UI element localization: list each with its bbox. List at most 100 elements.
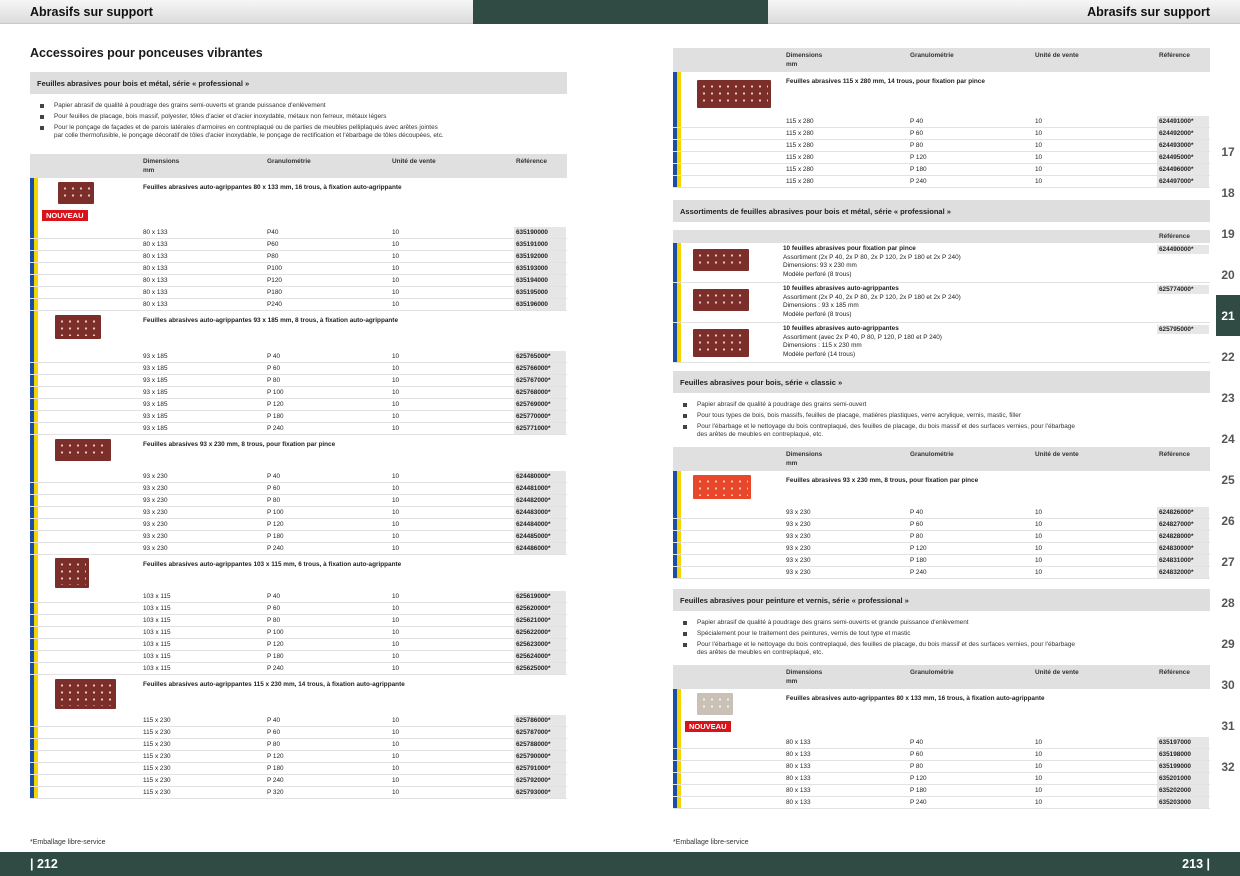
cell-dimensions: 103 x 115 (143, 653, 171, 660)
cell-grain: P 100 (267, 629, 284, 636)
cell-dimensions: 115 x 230 (143, 741, 171, 748)
cell-grain: P 120 (267, 641, 284, 648)
cell-dimensions: 103 x 115 (143, 593, 171, 600)
cell-ref: 635193000 (514, 263, 566, 274)
cell-ref: 624491000* (1157, 116, 1209, 127)
product-thumbnail (55, 558, 89, 588)
chapter-tab-21[interactable]: 21 (1216, 295, 1240, 336)
cell-unit: 10 (1035, 557, 1043, 564)
feature-item: Papier abrasif de qualité à poudrage des… (683, 401, 1210, 409)
chapter-tab-30[interactable]: 30 (1221, 678, 1235, 692)
cell-grain: P 60 (910, 751, 924, 758)
assortment-line: Modèle perforé (8 trous) (783, 270, 852, 278)
cell-unit: 10 (1035, 533, 1043, 540)
stripe-yellow (677, 72, 681, 188)
classic-feature-list: Papier abrasif de qualité à poudrage des… (673, 393, 1210, 445)
chapter-tab-25[interactable]: 25 (1221, 473, 1235, 487)
column-header: Dimensions mm Granulométrie Unité de ven… (30, 154, 567, 178)
cell-grain: P180 (267, 289, 282, 296)
color-stripe (30, 555, 38, 675)
stripe-blue (673, 243, 677, 363)
chapter-tab-20[interactable]: 20 (1221, 268, 1235, 282)
cell-ref: 625621000* (514, 615, 566, 626)
stripe-yellow (34, 555, 38, 675)
chapter-tab-28[interactable]: 28 (1221, 596, 1235, 610)
cell-ref: 635197000 (1157, 737, 1209, 748)
cell-dimensions: 80 x 133 (143, 265, 168, 272)
header-right-title: Abrasifs sur support (1087, 5, 1210, 19)
cell-grain: P 240 (267, 665, 284, 672)
chapter-tab-29[interactable]: 29 (1221, 637, 1235, 651)
chapter-tab-23[interactable]: 23 (1221, 391, 1235, 405)
product-block: Feuilles abrasives auto-agrippantes 103 … (30, 555, 567, 675)
cell-ref: 625620000* (514, 603, 566, 614)
cell-dimensions: 103 x 115 (143, 665, 171, 672)
cell-ref: 625623000* (514, 639, 566, 650)
chapter-tab-27[interactable]: 27 (1221, 555, 1235, 569)
assortment-line: Dimensions : 115 x 230 mm (783, 342, 862, 349)
cell-grain: P100 (267, 265, 282, 272)
cell-dimensions: 80 x 133 (143, 277, 168, 284)
cell-ref: 625770000* (514, 411, 566, 422)
cell-dimensions: 80 x 133 (143, 301, 168, 308)
stripe-blue (30, 675, 34, 799)
col-ref: Référence (516, 158, 547, 165)
chapter-tab-19[interactable]: 19 (1221, 227, 1235, 241)
cell-grain: P 120 (267, 521, 284, 528)
cell-dimensions: 80 x 133 (143, 253, 168, 260)
cell-grain: P 40 (267, 717, 281, 724)
col-ref: Référence (1159, 451, 1190, 458)
product-header: Feuilles abrasives auto-agrippantes 103 … (30, 555, 567, 591)
cell-grain: P 240 (910, 799, 927, 806)
section-title: Accessoires pour ponceuses vibrantes (30, 46, 263, 60)
product-header: Feuilles abrasives auto-agrippantes 93 x… (30, 311, 567, 351)
cell-dimensions: 80 x 133 (786, 763, 811, 770)
cell-unit: 10 (392, 289, 400, 296)
cell-grain: P 60 (910, 521, 924, 528)
cell-grain: P 100 (267, 389, 284, 396)
chapter-tab-22[interactable]: 22 (1221, 350, 1235, 364)
cell-dimensions: 80 x 133 (143, 229, 168, 236)
chapter-tab-24[interactable]: 24 (1221, 432, 1235, 446)
cell-dimensions: 93 x 230 (143, 521, 168, 528)
chapter-tab-26[interactable]: 26 (1221, 514, 1235, 528)
footnote-left: *Emballage libre-service (30, 839, 106, 846)
chapter-tab-32[interactable]: 32 (1221, 760, 1235, 774)
product-header: Feuilles abrasives auto-agrippantes 115 … (30, 675, 567, 715)
assortment-name: 10 feuilles abrasives pour fixation par … (783, 245, 916, 252)
cell-dimensions: 93 x 230 (786, 509, 811, 516)
chapter-tab-18[interactable]: 18 (1221, 186, 1235, 200)
feature-item: Pour l'ébarbage et le nettoyage du bois … (683, 641, 1210, 657)
color-stripe (673, 471, 681, 579)
cell-unit: 10 (392, 377, 400, 384)
cell-grain: P 60 (267, 605, 281, 612)
col-dimensions: Dimensions (143, 158, 180, 165)
cell-unit: 10 (392, 389, 400, 396)
chapter-tab-31[interactable]: 31 (1221, 719, 1235, 733)
cell-dimensions: 93 x 185 (143, 425, 168, 432)
stripe-yellow (677, 471, 681, 579)
stripe-yellow (677, 243, 681, 363)
col-unit: Unité de vente (1035, 451, 1079, 458)
cell-unit: 10 (392, 241, 400, 248)
cell-grain: P 180 (267, 653, 284, 660)
col-grain: Granulométrie (910, 52, 954, 59)
cell-grain: P 120 (910, 775, 927, 782)
product-title: Feuilles abrasives 93 x 230 mm, 8 trous,… (786, 477, 979, 484)
chapter-tab-17[interactable]: 17 (1221, 145, 1235, 159)
cell-ref: 624496000* (1157, 164, 1209, 175)
